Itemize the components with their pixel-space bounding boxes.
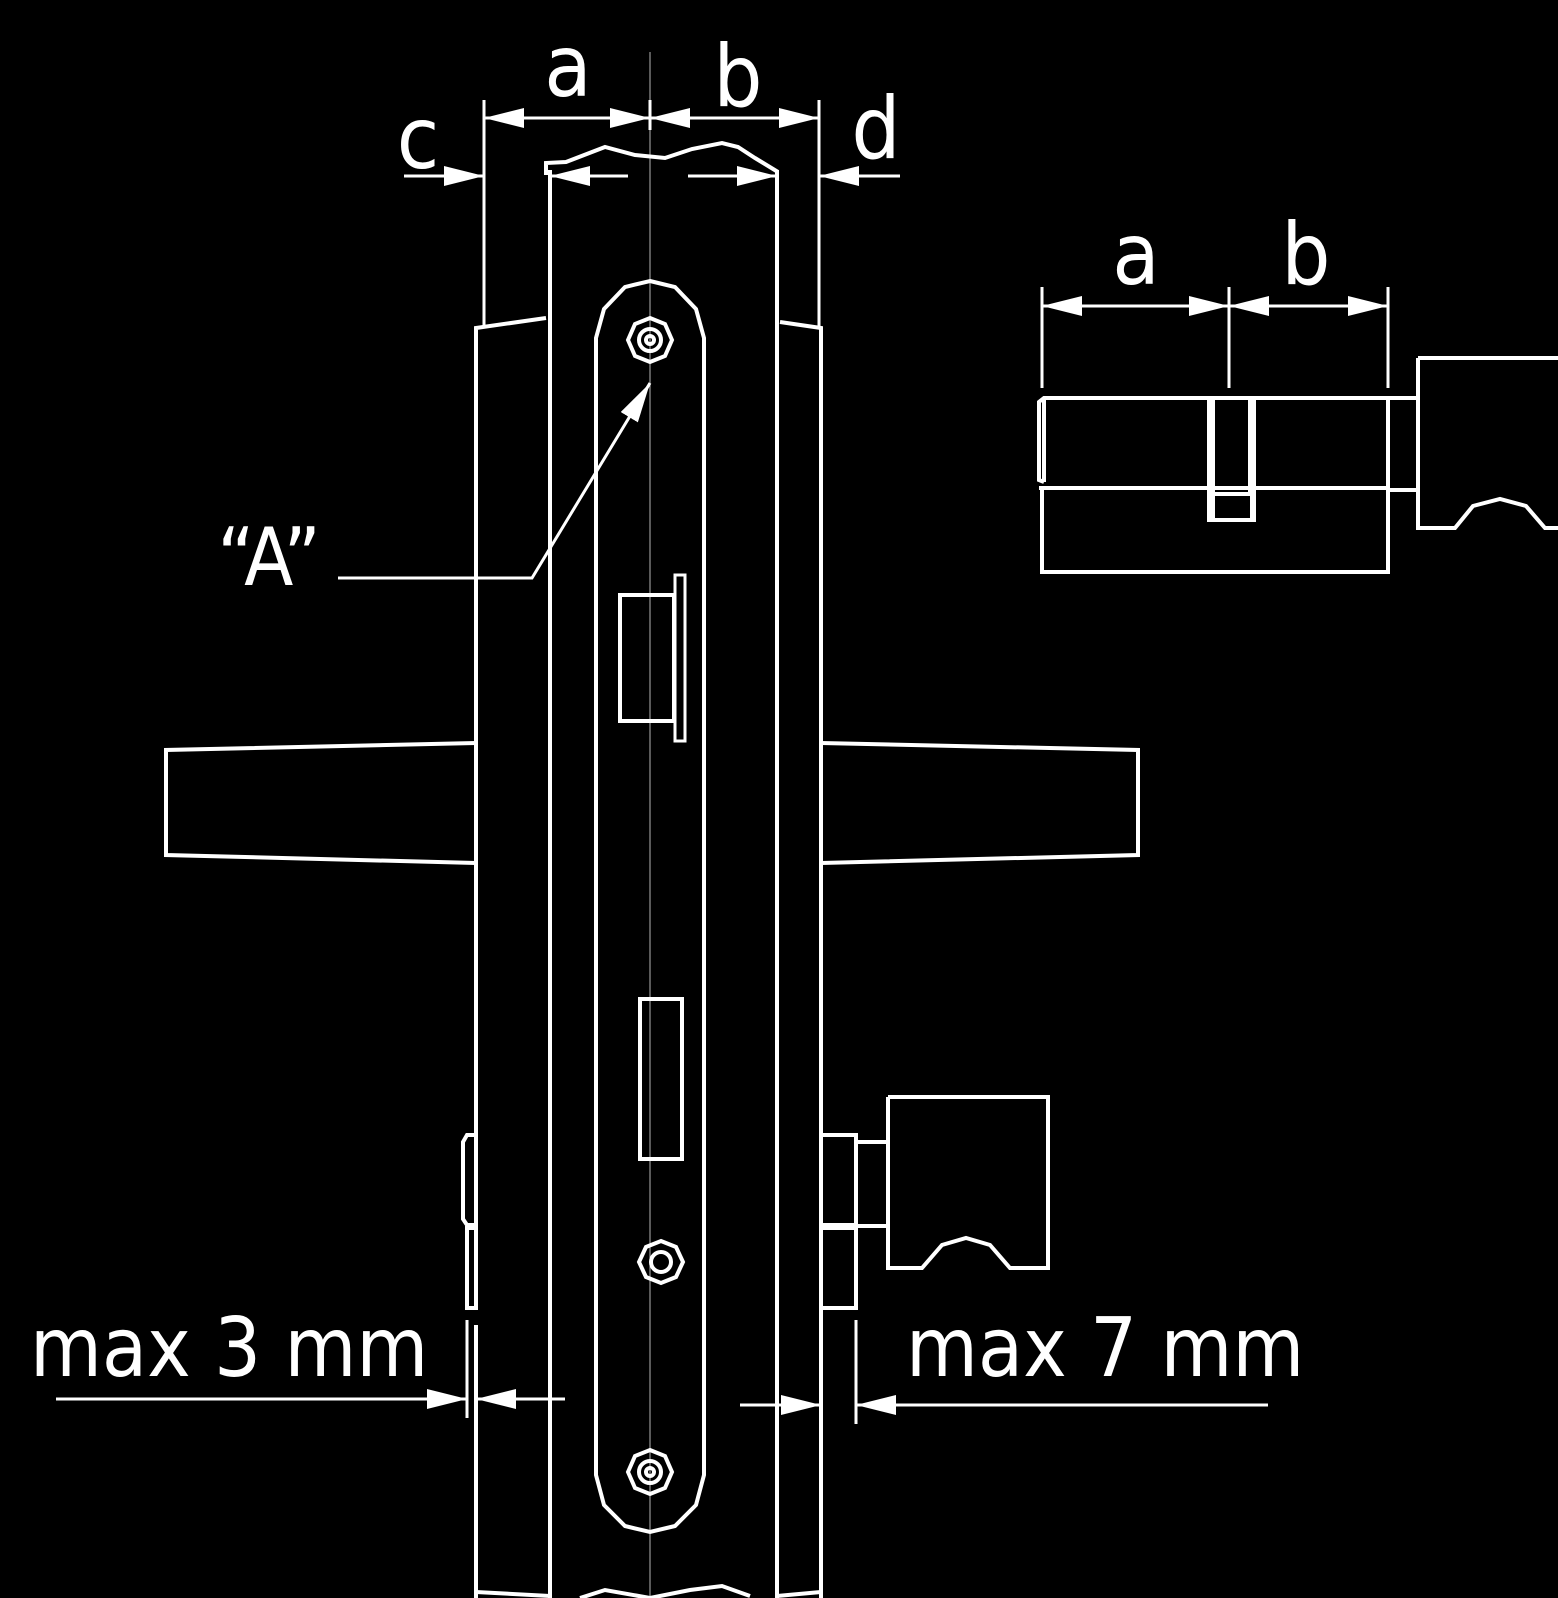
bottom-dimensions <box>56 1320 1268 1424</box>
label-max-7mm: max 7 mm <box>906 1301 1304 1396</box>
handle-left <box>164 741 477 865</box>
label-detail-a: “A” <box>217 511 321 604</box>
detail-a-leader <box>338 382 652 580</box>
label-d: d <box>851 79 900 179</box>
label-a-top: a <box>544 17 591 117</box>
screw-top <box>625 315 675 365</box>
label-a-cylinder: a <box>1112 205 1159 305</box>
screw-middle <box>636 1238 686 1286</box>
label-c: c <box>397 89 440 189</box>
faceplate <box>594 278 706 1535</box>
screw-bottom <box>625 1447 675 1497</box>
cylinder-detail <box>1037 287 1558 574</box>
handle-right <box>820 741 1140 865</box>
label-max-3mm: max 3 mm <box>30 1301 428 1396</box>
top-dimensions <box>404 100 900 186</box>
door-break-line <box>544 140 780 1598</box>
cylinder-in-door <box>461 1095 1050 1310</box>
door-outline <box>474 100 823 1598</box>
label-b-top: b <box>713 27 762 127</box>
label-b-cylinder: b <box>1281 205 1330 305</box>
